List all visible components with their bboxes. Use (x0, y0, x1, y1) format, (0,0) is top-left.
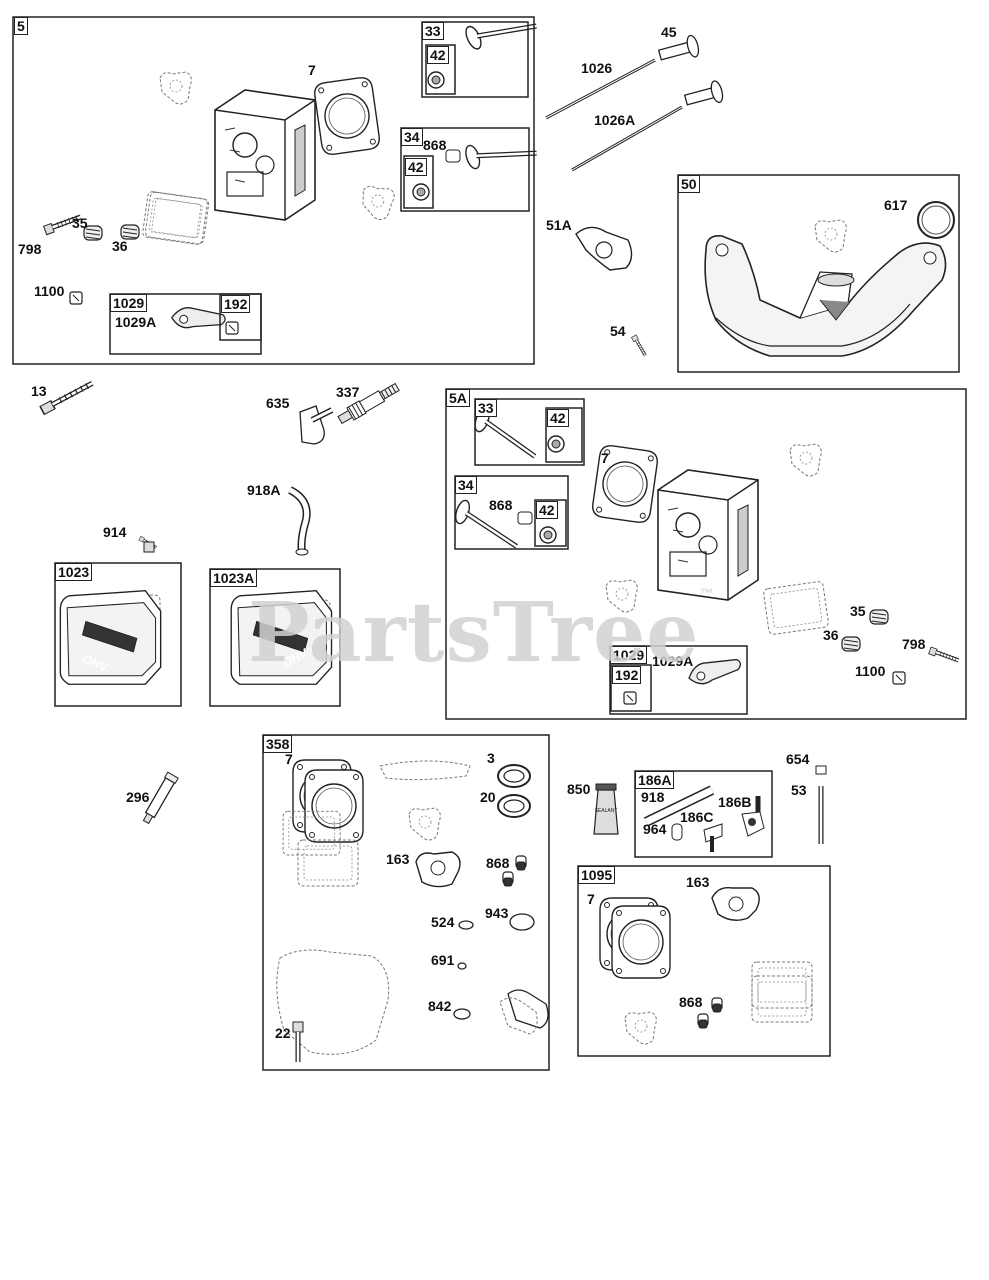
callout-918A: 918A (247, 482, 281, 498)
callout-186C: 186C (680, 809, 714, 825)
sealant-label: SEALANT (595, 808, 618, 814)
group-tag-1023: 1023 (55, 563, 93, 581)
callout-163: 163 (386, 851, 410, 867)
callout-524: 524 (431, 914, 455, 930)
sealant-tube-850: SEALANT (593, 783, 619, 835)
gasket-set-358 (276, 759, 549, 1062)
callout-868: 868 (486, 855, 510, 871)
callout-914: 914 (103, 524, 127, 540)
bolt-914 (137, 535, 159, 553)
watermark-trademark: ™ (699, 585, 715, 601)
callout-51A: 51A (546, 217, 572, 233)
callout-1100: 1100 (855, 663, 886, 679)
callout-186B: 186B (718, 794, 752, 810)
callout-868: 868 (679, 994, 703, 1010)
callout-943: 943 (485, 905, 509, 921)
group-tag-1029: 1029 (110, 294, 148, 312)
valve-cover-1023 (59, 590, 162, 685)
bolt-54 (629, 333, 649, 359)
group-tag-34: 34 (401, 128, 423, 146)
group-tag-42: 42 (427, 46, 449, 64)
group-tag-33: 33 (475, 399, 497, 417)
callout-850: 850 (567, 781, 591, 797)
callout-918: 918 (641, 789, 665, 805)
callout-54: 54 (610, 323, 626, 339)
callout-45: 45 (661, 24, 677, 40)
spark-plug-337 (337, 382, 400, 425)
group-tag-50: 50 (678, 175, 700, 193)
callout-798: 798 (18, 241, 42, 257)
group-tag-34: 34 (455, 476, 477, 494)
callout-35: 35 (850, 603, 866, 619)
callout-296: 296 (126, 789, 150, 805)
callout-868: 868 (423, 137, 447, 153)
spark-plug-boot-635 (299, 405, 334, 445)
group-tag-1095: 1095 (578, 866, 616, 884)
callout-964: 964 (643, 821, 667, 837)
group-tag-1023A: 1023A (210, 569, 258, 587)
callout-7: 7 (587, 891, 595, 907)
callout-617: 617 (884, 197, 908, 213)
group-tag-5A: 5A (446, 389, 470, 407)
callout-654: 654 (786, 751, 810, 767)
group-tag-5: 5 (14, 17, 28, 35)
group-tag-192: 192 (612, 666, 642, 684)
callout-36: 36 (112, 238, 128, 254)
valve-group-34 (412, 126, 537, 201)
callout-1026: 1026 (581, 60, 613, 76)
breather-tube-918A (288, 486, 311, 556)
callout-53: 53 (791, 782, 807, 798)
intake-manifold-50 (704, 201, 955, 357)
callout-337: 337 (336, 384, 360, 400)
callout-635: 635 (266, 395, 290, 411)
group-tag-42: 42 (547, 409, 569, 427)
callout-20: 20 (480, 789, 496, 805)
cylinder-head-assembly-5A (452, 407, 960, 705)
watermark-text: PartsTree (248, 585, 700, 681)
callout-1026A: 1026A (594, 112, 636, 128)
callout-35: 35 (72, 215, 88, 231)
group-tag-42: 42 (536, 501, 558, 519)
breather-group-186A (643, 785, 765, 852)
callout-1029A: 1029A (115, 314, 157, 330)
callout-1029A: 1029A (652, 653, 694, 669)
callout-3: 3 (487, 750, 495, 766)
group-tag-192: 192 (221, 295, 251, 313)
callout-163: 163 (686, 874, 710, 890)
group-tag-358: 358 (263, 735, 293, 753)
callout-7: 7 (601, 450, 609, 466)
callout-36: 36 (823, 627, 839, 643)
group-tag-42: 42 (405, 158, 427, 176)
callout-1100: 1100 (34, 283, 65, 299)
pin-296 (142, 771, 179, 825)
push-rods (545, 34, 724, 172)
callout-691: 691 (431, 952, 455, 968)
watermark: PartsTree™ (248, 585, 714, 681)
callout-13: 13 (31, 383, 47, 399)
bolt-13 (40, 380, 95, 415)
gasket-set-1095 (599, 887, 813, 1045)
callout-868: 868 (489, 497, 513, 513)
group-tag-1029: 1029 (610, 646, 648, 664)
stud-53 (815, 765, 827, 844)
frames (12, 16, 967, 1071)
group-tag-33: 33 (422, 22, 444, 40)
callout-7: 7 (308, 62, 316, 78)
group-tag-186A: 186A (635, 771, 675, 789)
callout-842: 842 (428, 998, 452, 1014)
callout-798: 798 (902, 636, 926, 652)
intake-gasket-51A (575, 226, 633, 271)
callout-7: 7 (285, 751, 293, 767)
callout-22: 22 (275, 1025, 291, 1041)
